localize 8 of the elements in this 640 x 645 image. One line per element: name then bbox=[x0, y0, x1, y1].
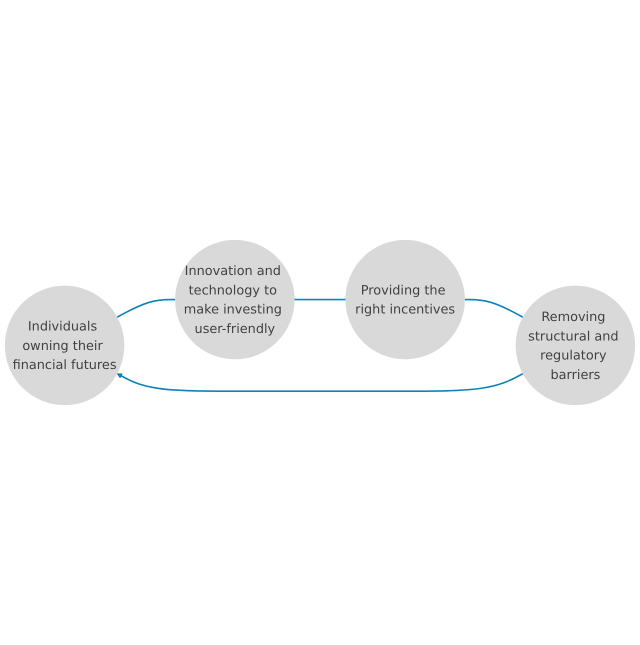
connector bbox=[294, 298, 346, 300]
arrow bbox=[116, 372, 524, 392]
node-circle: Innovation and technology to make investing user-friendly bbox=[175, 240, 295, 360]
connector bbox=[116, 298, 176, 318]
node-circle: Individuals owning their financial futures bbox=[4, 286, 124, 406]
node-circle: Removing structural and regulatory barriers bbox=[516, 286, 636, 406]
node-circle: Providing the right incentives bbox=[345, 240, 465, 360]
connector bbox=[464, 298, 524, 318]
